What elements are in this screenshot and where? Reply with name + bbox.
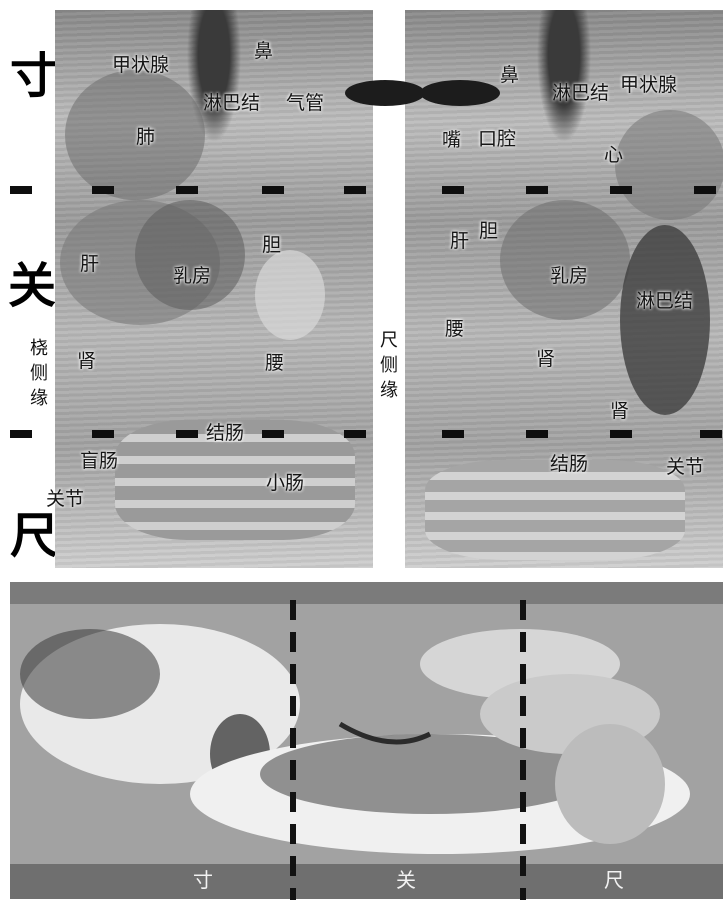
lung-shape [65,70,205,200]
heart-shape [615,110,723,220]
divider-dash [610,430,632,438]
fetus-knee [555,724,665,844]
label-mouth: 嘴 [442,131,461,150]
divider-dash [92,430,114,438]
stomach-shape [255,250,325,340]
label-colon-right: 结肠 [550,455,588,474]
divider-dash [92,186,114,194]
radial-side-label: 桡侧缘 [28,336,50,411]
label-small-intestine: 小肠 [266,474,304,493]
label-trachea: 气管 [286,94,324,113]
fetus-label-chi: 尺 [604,870,624,890]
divider-dash [700,430,722,438]
label-lymph-node: 淋巴结 [203,94,260,113]
eye-left [345,80,425,106]
divider-dash [694,186,716,194]
breast-shape-right [500,200,630,320]
label-gallbladder: 胆 [262,236,281,255]
label-breast: 乳房 [173,267,211,286]
label-kidney: 肾 [77,352,96,371]
label-liver: 肝 [80,255,99,274]
label-colon: 结肠 [206,424,244,443]
divider-dash [262,186,284,194]
lymph-node-shape [620,225,710,415]
label-liver-right: 肝 [450,232,469,251]
label-waist-right: 腰 [445,320,464,339]
divider-dash [262,430,284,438]
divider-dash [610,186,632,194]
divider-dash [526,186,548,194]
divider-dash [442,186,464,194]
intestine-shape-right [425,460,685,560]
divider-dash [10,430,32,438]
label-heart: 心 [604,146,623,165]
label-lymph-node-right: 淋巴结 [552,84,609,103]
eye-right [420,80,500,106]
label-kidney-right-lower: 肾 [610,402,629,421]
label-kidney-right: 肾 [536,350,555,369]
divider-dash [526,430,548,438]
cun-marker: 寸 [10,52,58,100]
guan-marker: 关 [8,262,56,310]
fetus-label-cun: 寸 [193,870,213,890]
cun-guan-divider [290,600,296,900]
label-breast-right: 乳房 [550,267,588,286]
label-joint: 关节 [46,490,84,509]
divider-dash [344,186,366,194]
fetus-figure [10,604,723,866]
label-waist: 腰 [265,354,284,373]
divider-dash [10,186,32,194]
ulnar-side-label: 尺侧缘 [378,328,400,403]
fetus-hair [20,629,160,719]
label-thyroid-right: 甲状腺 [620,76,677,95]
label-thyroid: 甲状腺 [112,56,169,75]
label-oral-cavity: 口腔 [478,130,516,149]
divider-dash [176,186,198,194]
divider-dash [176,430,198,438]
label-nose-right: 鼻 [500,66,519,85]
label-lymph-node-right-lower: 淋巴结 [636,292,693,311]
divider-dash [344,430,366,438]
divider-dash [442,430,464,438]
label-joint-right: 关节 [666,458,704,477]
fetus-label-guan: 关 [396,870,416,890]
chi-marker: 尺 [10,512,58,560]
label-cecum: 盲肠 [80,452,118,471]
guan-chi-divider [520,600,526,900]
label-gallbladder-right: 胆 [479,222,498,241]
breast-shape [135,200,245,310]
label-nose: 鼻 [254,42,273,61]
label-lung: 肺 [136,128,155,147]
fetus-top-band [10,582,723,604]
